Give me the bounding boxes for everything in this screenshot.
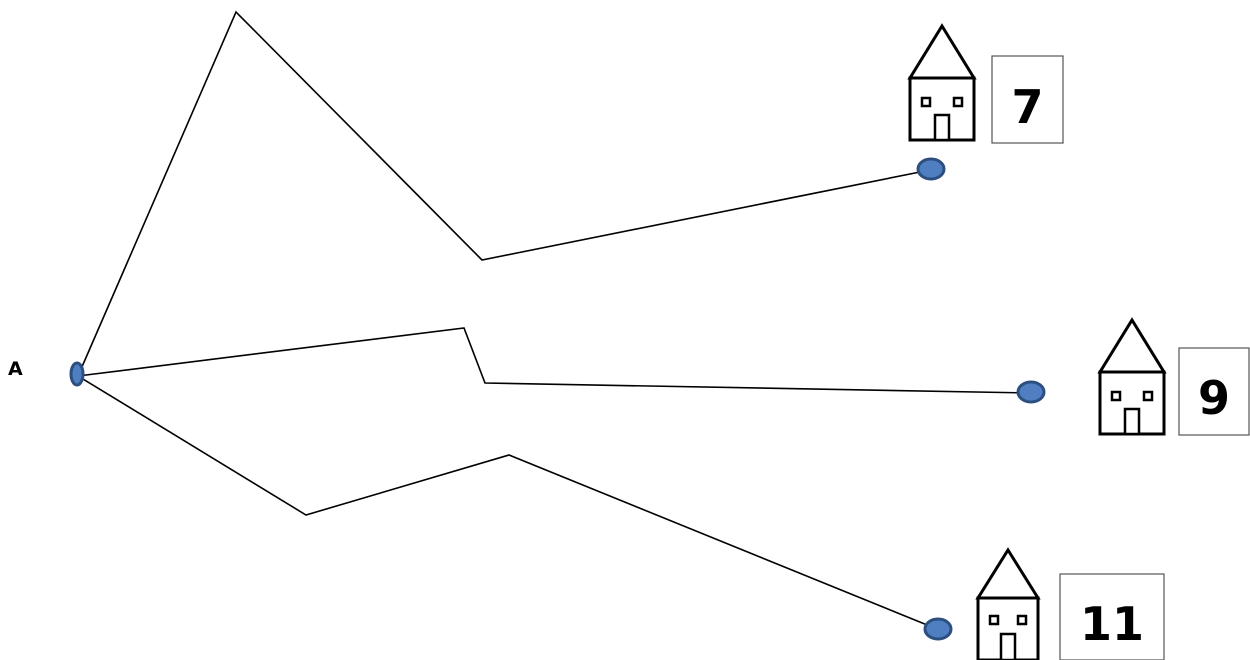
number-box-middle: 9 [1178,347,1250,436]
number-box-bottom: 11 [1059,573,1165,660]
start-label: A [8,358,23,380]
route-to-bottom-house [77,375,938,630]
house-icon [1097,317,1167,436]
number-box-top: 7 [991,55,1064,144]
house-icon [975,547,1041,660]
house-icon [907,23,977,142]
route-to-middle-house [77,327,1031,394]
middle-endpoint [1016,380,1046,404]
top-endpoint [916,157,946,181]
number-label-top: 7 [1011,80,1043,134]
number-label-middle: 9 [1198,371,1230,425]
start-point [69,361,85,387]
route-to-top-house [77,10,931,377]
number-label-bottom: 11 [1080,597,1144,651]
bottom-endpoint [923,617,953,641]
